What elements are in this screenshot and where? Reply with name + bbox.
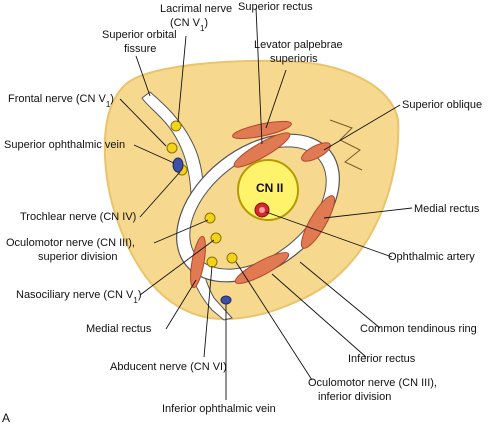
label-trochlear: Trochlear nerve (CN IV) <box>20 211 136 223</box>
ophthalmic-artery-lumen <box>259 207 265 213</box>
optic-nerve <box>237 159 299 221</box>
superior-orbital-fissure <box>141 91 233 321</box>
bone-edge <box>329 119 363 171</box>
leader-medial-rectus-r <box>323 207 413 219</box>
label-oculomotor-sup-2: superior division <box>38 251 117 263</box>
leader-sup-rectus <box>255 7 263 145</box>
label-superior-rectus: Superior rectus <box>238 1 313 13</box>
superior-ophthalmic-vein <box>172 157 184 173</box>
leader-sup-oph-vein <box>133 144 175 164</box>
medial-rectus-right-muscle <box>300 195 336 249</box>
label-frontal-nerve: Frontal nerve (CN V1) <box>8 93 114 109</box>
label-medial-rectus-right: Medial rectus <box>414 203 480 215</box>
label-nasociliary: Nasociliary nerve (CN V1) <box>16 289 142 305</box>
leader-lacrimal <box>177 35 187 123</box>
leader-medial-rectus-l <box>165 279 197 330</box>
leader-levator <box>265 69 287 129</box>
label-ophthalmic-artery: Ophthalmic artery <box>388 251 475 263</box>
label-sof-1: Superior orbital <box>102 29 177 41</box>
oculomotor-inf-nerve <box>226 252 238 264</box>
label-levator-1: Levator palpebrae <box>254 39 343 51</box>
label-oculomotor-inf-1: Oculomotor nerve (CN III), <box>308 377 437 389</box>
leader-sup-oblique <box>323 104 401 151</box>
label-medial-rectus-left: Medial rectus <box>86 323 152 335</box>
label-abducent: Abducent nerve (CN VI) <box>110 361 227 373</box>
abducent-nerve <box>206 256 218 268</box>
lacrimal-nerve <box>170 120 182 132</box>
leader-frontal <box>119 98 167 147</box>
label-oculomotor-sup-1: Oculomotor nerve (CN III), <box>6 237 135 249</box>
label-superior-oblique: Superior oblique <box>402 99 482 111</box>
leader-ophthalmic-artery <box>265 211 393 258</box>
leader-oculomotor-inf <box>235 261 313 381</box>
leader-nasociliary <box>139 239 215 296</box>
superior-rectus-muscle <box>233 132 291 168</box>
leader-common-ring <box>299 261 381 329</box>
superior-oblique-muscle <box>301 142 331 162</box>
label-levator-2: superioris <box>270 53 318 65</box>
inferior-rectus-muscle <box>234 252 290 284</box>
panel-letter: A <box>2 411 10 424</box>
label-inferior-rectus: Inferior rectus <box>348 353 416 365</box>
inferior-ophthalmic-vein <box>220 295 232 305</box>
label-superior-ophthalmic-vein: Superior ophthalmic vein <box>4 139 125 151</box>
leader-trochlear <box>139 171 181 218</box>
oculomotor-sup-nerve <box>204 212 216 224</box>
leader-sof <box>135 55 151 97</box>
label-common-tendinous-ring: Common tendinous ring <box>360 323 477 335</box>
leader-oculomotor-sup <box>153 219 209 244</box>
label-inferior-ophthalmic-vein: Inferior ophthalmic vein <box>162 403 276 415</box>
label-lacrimal-2: (CN V1) <box>170 17 208 33</box>
leader-abducent <box>203 265 213 358</box>
label-lacrimal-1: Lacrimal nerve <box>160 3 232 15</box>
label-sof-2: fissure <box>124 43 156 55</box>
leader-inferior-rectus <box>271 273 367 358</box>
optic-nerve-label: CN II <box>256 181 283 195</box>
label-oculomotor-inf-2: inferior division <box>318 391 391 403</box>
frontal-nerve <box>166 142 178 154</box>
